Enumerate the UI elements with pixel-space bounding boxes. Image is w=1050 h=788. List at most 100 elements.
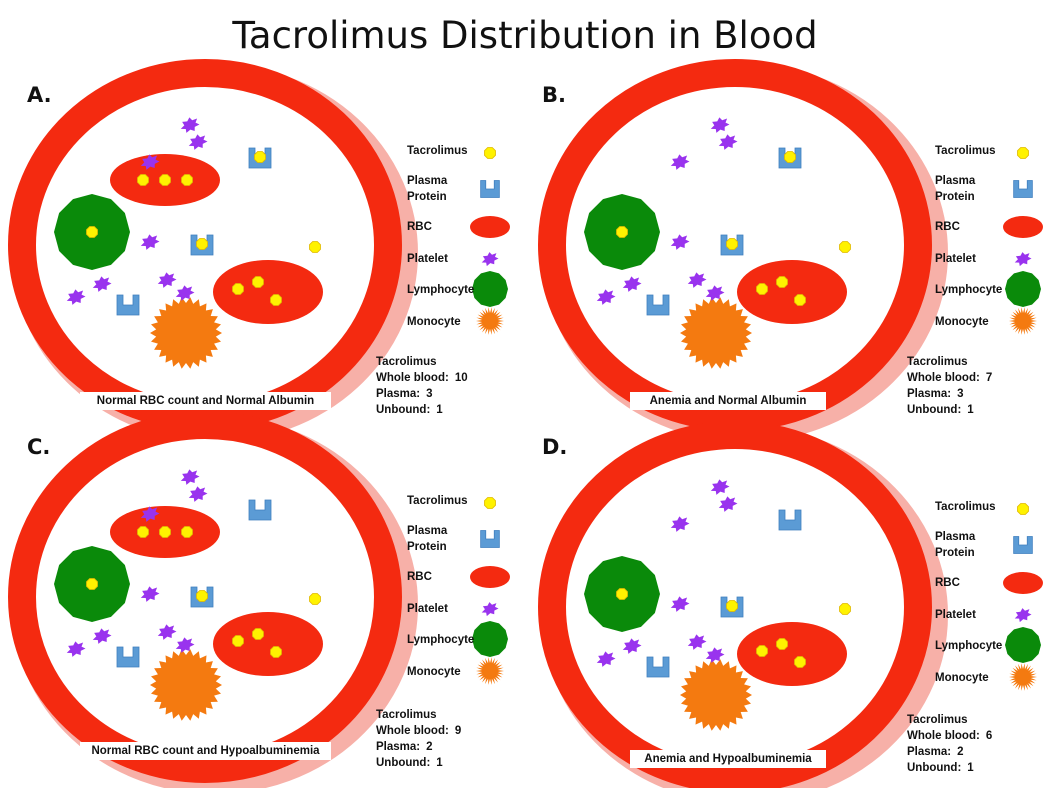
stats-plasma-label: Plasma: <box>376 388 421 400</box>
tacrolimus-molecule <box>254 151 266 163</box>
legend-label-lymphocyte: Lymphocyte <box>407 284 475 296</box>
platelet <box>481 252 499 267</box>
stats-heading: Tacrolimus <box>376 354 468 370</box>
lymphocyte <box>472 271 508 307</box>
stats-whole-blood-label: Whole blood: <box>376 372 449 384</box>
stats-unbound: Unbound:1 <box>907 760 992 776</box>
tacrolimus-molecule <box>86 578 98 590</box>
legend-label-tacrolimus: Tacrolimus <box>407 145 468 157</box>
platelet <box>670 234 690 250</box>
lymphocyte <box>1005 271 1041 307</box>
tacrolimus-molecule <box>726 238 738 250</box>
platelet <box>596 651 616 667</box>
platelet <box>705 285 725 301</box>
tacrolimus-molecule <box>252 628 264 640</box>
platelet <box>175 637 195 653</box>
legend-label-lymphocyte: Lymphocyte <box>935 640 1003 652</box>
tacrolimus-molecule <box>484 147 496 159</box>
stats-plasma: Plasma:2 <box>376 739 461 755</box>
stats-heading: Tacrolimus <box>376 707 461 723</box>
tacrolimus-molecule <box>756 645 768 657</box>
platelet <box>188 134 208 150</box>
plasma-protein <box>646 656 670 678</box>
tacrolimus-molecule <box>232 283 244 295</box>
platelet <box>157 272 177 288</box>
tacrolimus-molecule <box>616 226 628 238</box>
tacrolimus-molecule <box>270 294 282 306</box>
legend-label-rbc: RBC <box>935 577 960 589</box>
platelet <box>66 289 86 305</box>
monocyte <box>1009 663 1037 691</box>
platelet <box>687 634 707 650</box>
legend-icon-rbc <box>1003 216 1043 238</box>
stats-plasma-value: 2 <box>426 741 433 753</box>
legend-icon-plasma-protein <box>1013 180 1033 198</box>
legend-label-rbc: RBC <box>407 571 432 583</box>
platelet <box>92 628 112 644</box>
platelet <box>140 586 160 602</box>
platelet <box>157 624 177 640</box>
panel-letter: C. <box>27 435 51 459</box>
legend-label-rbc: RBC <box>935 221 960 233</box>
tacrolimus-molecule <box>309 593 321 605</box>
legend-icon-tacrolimus <box>484 497 496 509</box>
platelet <box>1014 252 1032 267</box>
legend-label-plasma-protein-line1: Plasma <box>407 175 448 187</box>
page-title: Tacrolimus Distribution in Blood <box>232 14 818 57</box>
platelet <box>687 272 707 288</box>
legend-label-monocyte: Monocyte <box>407 666 461 678</box>
legend-icon-tacrolimus <box>1017 503 1029 515</box>
stats-plasma: Plasma:2 <box>907 744 992 760</box>
rbc <box>213 260 323 324</box>
plasma-protein <box>480 530 500 548</box>
stats-plasma: Plasma:3 <box>376 386 468 402</box>
platelet <box>481 602 499 617</box>
monocyte <box>150 297 222 369</box>
monocyte <box>476 307 504 335</box>
plasma-protein <box>778 509 802 531</box>
platelet <box>1014 608 1032 623</box>
tacrolimus-molecule <box>776 276 788 288</box>
platelet <box>188 486 208 502</box>
platelet <box>670 596 690 612</box>
stats-unbound: Unbound:1 <box>376 402 468 418</box>
stats-whole-blood-label: Whole blood: <box>907 730 980 742</box>
monocyte <box>680 297 752 369</box>
stats-heading-label: Tacrolimus <box>907 714 968 726</box>
legend-icon-monocyte <box>1009 663 1037 691</box>
panel-letter: D. <box>542 435 568 459</box>
tacrolimus-molecule <box>1017 503 1029 515</box>
tacrolimus-molecule <box>181 174 193 186</box>
panel-caption: Anemia and Normal Albumin <box>630 392 826 410</box>
legend-label-plasma-protein-line2: Protein <box>935 191 975 203</box>
blood-vessel-diagram <box>8 59 510 442</box>
tacrolimus-molecule <box>784 151 796 163</box>
stats-whole-blood-label: Whole blood: <box>376 725 449 737</box>
legend-label-platelet: Platelet <box>935 253 976 265</box>
vessel-group <box>8 411 418 788</box>
legend-icon-platelet <box>1014 608 1032 623</box>
tacrolimus-molecule <box>794 294 806 306</box>
platelet <box>596 289 616 305</box>
plasma-protein <box>116 646 140 668</box>
stats-unbound-value: 1 <box>436 404 443 416</box>
platelet <box>670 516 690 532</box>
stats-plasma: Plasma:3 <box>907 386 992 402</box>
legend-label-platelet: Platelet <box>407 253 448 265</box>
legend-icon-lymphocyte <box>1005 271 1041 307</box>
legend-icon-plasma-protein <box>480 180 500 198</box>
monocyte <box>1009 307 1037 335</box>
platelet <box>718 496 738 512</box>
platelet <box>705 647 725 663</box>
tacrolimus-molecule <box>159 174 171 186</box>
stats-heading: Tacrolimus <box>907 354 992 370</box>
plasma-protein <box>1013 536 1033 554</box>
legend-label-plasma-protein-line2: Protein <box>407 541 447 553</box>
stats-plasma-label: Plasma: <box>907 746 952 758</box>
panel-caption: Anemia and Hypoalbuminemia <box>630 750 826 768</box>
platelet <box>622 638 642 654</box>
